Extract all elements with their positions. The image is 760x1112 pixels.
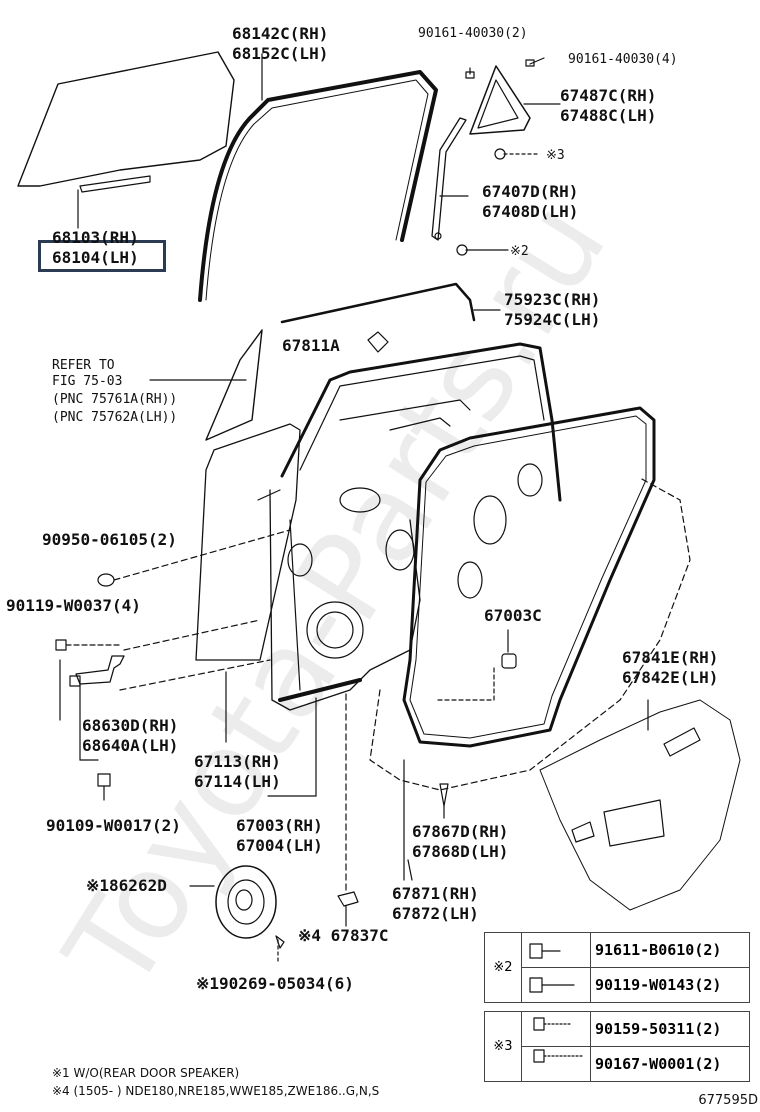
- callout-90161-40030-b: 90161-40030(4): [568, 52, 678, 67]
- callout-68640a-lh: 68640A(LH): [82, 736, 179, 755]
- division-bar-shape: [431, 117, 467, 241]
- callout-67407d-rh: 67407D(RH): [482, 182, 579, 201]
- callout-90161-40030-a: 90161-40030(2): [418, 26, 528, 41]
- legend-part-90167: 90167-W0001(2): [590, 1046, 750, 1082]
- callout-67114-lh: 67114(LH): [194, 772, 281, 791]
- callout-68630d-rh: 68630D(RH): [82, 716, 179, 735]
- callout-90950-06105: 90950-06105(2): [42, 530, 177, 549]
- speaker-shape: [215, 865, 277, 939]
- callout-67811a: 67811A: [282, 336, 340, 355]
- outside-moulding-shape: [205, 329, 263, 441]
- callout-67003c: 67003C: [484, 606, 542, 625]
- refer-fig-text: FIG 75-03: [52, 374, 123, 389]
- callout-67867d-rh: 67867D(RH): [412, 822, 509, 841]
- refer-pnc-lh: (PNC 75762A(LH)): [52, 410, 178, 425]
- fastener-legend: ※2 91611-B0610(2) 90119-W0143(2) ※3 9015…: [484, 932, 750, 1082]
- callout-75924c-lh: 75924C(LH): [504, 310, 601, 329]
- callout-68142c-rh: 68142C(RH): [232, 24, 329, 43]
- callout-67837c: ※4 67837C: [298, 926, 389, 945]
- hinge-shape: [75, 655, 125, 685]
- callout-90119-w0037: 90119-W0037(4): [6, 596, 141, 615]
- legend-part-91611: 91611-B0610(2): [590, 932, 750, 968]
- refer-to-text: REFER TO: [52, 358, 115, 373]
- callout-68104-lh: 68104(LH): [52, 248, 139, 267]
- bolt-icon: [521, 932, 591, 968]
- callout-67487c-rh: 67487C(RH): [560, 86, 657, 105]
- callout-75923c-rh: 75923C(RH): [504, 290, 601, 309]
- refer-pnc-rh: (PNC 75761A(RH)): [52, 392, 178, 407]
- callout-67872-lh: 67872(LH): [392, 904, 479, 923]
- legend-mark-3: ※3: [484, 1011, 522, 1082]
- callout-67842e-lh: 67842E(LH): [622, 668, 719, 687]
- glass-run-shape: [198, 70, 438, 302]
- belt-moulding-shape: [280, 282, 476, 324]
- callout-67003-rh: 67003(RH): [236, 816, 323, 835]
- callout-67408d-lh: 67408D(LH): [482, 202, 579, 221]
- diagram-code: 677595D: [698, 1093, 758, 1108]
- callout-86262d: ※186262D: [86, 876, 167, 895]
- callout-67004-lh: 67004(LH): [236, 836, 323, 855]
- footnote-4: ※4 (1505- ) NDE180,NRE185,WWE185,ZWE186.…: [52, 1084, 380, 1098]
- callout-90109-w0017: 90109-W0017(2): [46, 816, 181, 835]
- door-frame-shape: [280, 342, 562, 502]
- highlight-box: [38, 240, 166, 272]
- legend-part-90119: 90119-W0143(2): [590, 967, 750, 1003]
- bolt-icon: [521, 967, 591, 1003]
- callout-67113-rh: 67113(RH): [194, 752, 281, 771]
- door-glass-shape: [17, 51, 235, 187]
- service-cover-shape: [539, 699, 741, 911]
- callout-68152c-lh: 68152C(LH): [232, 44, 329, 63]
- callout-67871-rh: 67871(RH): [392, 884, 479, 903]
- callout-67488c-lh: 67488C(LH): [560, 106, 657, 125]
- callout-67841e-rh: 67841E(RH): [622, 648, 719, 667]
- legend-mark-2: ※2: [484, 932, 522, 1003]
- weatherstrip-shape: [402, 406, 656, 748]
- legend-part-90159: 90159-50311(2): [590, 1011, 750, 1047]
- callout-mark-2: ※2: [510, 244, 529, 259]
- callout-90269-05034: ※190269-05034(6): [196, 974, 354, 993]
- callout-mark-3: ※3: [546, 148, 565, 163]
- callout-68103-rh: 68103(RH): [52, 228, 139, 247]
- callout-67868d-lh: 67868D(LH): [412, 842, 509, 861]
- outer-panel-shape: [195, 423, 301, 661]
- footnote-1: ※1 W/O(REAR DOOR SPEAKER): [52, 1066, 240, 1080]
- screw-icon: [521, 1011, 591, 1047]
- quarter-frame-shape: [469, 65, 531, 135]
- screw-icon: [521, 1046, 591, 1082]
